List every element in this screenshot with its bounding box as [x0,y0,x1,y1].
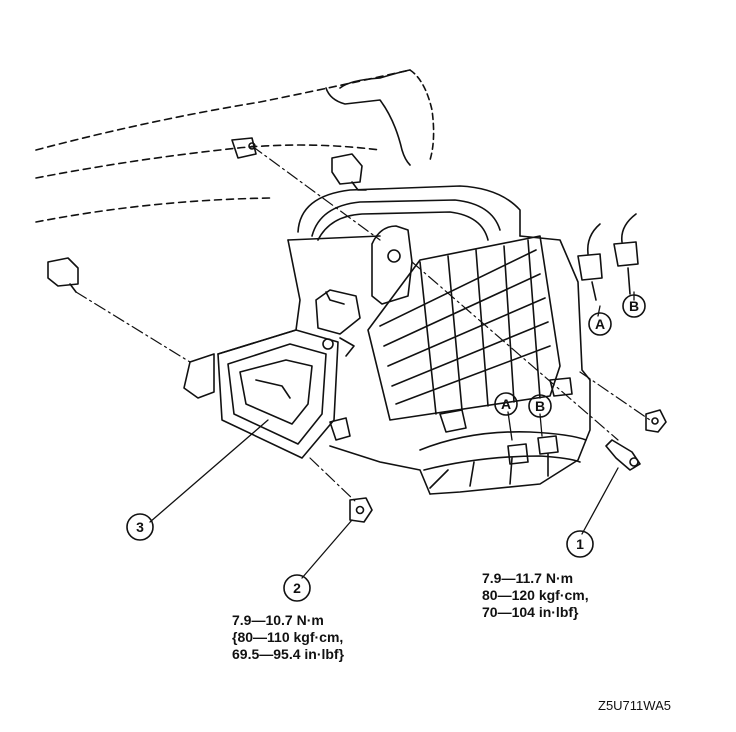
callout-2-circle [283,574,311,602]
upper-mid-clip [331,153,367,191]
connector-a-label-lower: A [501,396,511,412]
guide-lines [75,145,651,503]
callout-1-circle [566,530,594,558]
torque-1-nm: 7.9—11.7 N·m [482,570,574,586]
torque-1-inlbf: 70—104 in·lbf} [482,604,579,620]
callout-1-label: 1 [576,536,584,552]
blower-housing [183,185,591,495]
connector-a-circle-upper [588,312,612,336]
torque-spec-1: 7.9—11.7 N·m 80—120 kgf·cm, 70—104 in·lb… [482,570,589,621]
connector-b-label-upper: B [629,298,639,314]
torque-1-kgfcm: 80—120 kgf·cm, [482,587,589,603]
torque-2-nm: 7.9—10.7 N·m [232,612,324,628]
connector-a-label-upper: A [595,316,605,332]
callout-3-label: 3 [136,519,144,535]
connector-b-label-lower: B [535,398,545,414]
upper-left-clip [231,137,257,159]
housing-connectors [507,435,559,465]
figure-code: Z5U711WA5 [598,698,671,713]
connector-b-circle-upper [622,294,646,318]
connector-a-circle-lower [494,392,518,416]
torque-2-inlbf: 69.5—95.4 in·lbf} [232,646,345,662]
connector-clips [577,213,639,301]
torque-spec-2: 7.9—10.7 N·m {80—110 kgf·cm, 69.5—95.4 i… [232,612,344,663]
bolt-1 [605,439,641,471]
nut-right [645,409,667,433]
callout-3-circle [126,513,154,541]
left-clip [47,257,79,293]
callout-2-label: 2 [293,580,301,596]
nut-2 [349,497,373,523]
leader-lines [149,291,635,579]
torque-2-kgfcm: {80—110 kgf·cm, [232,629,344,645]
connector-b-circle-lower [528,394,552,418]
dashboard-outline [35,69,435,223]
